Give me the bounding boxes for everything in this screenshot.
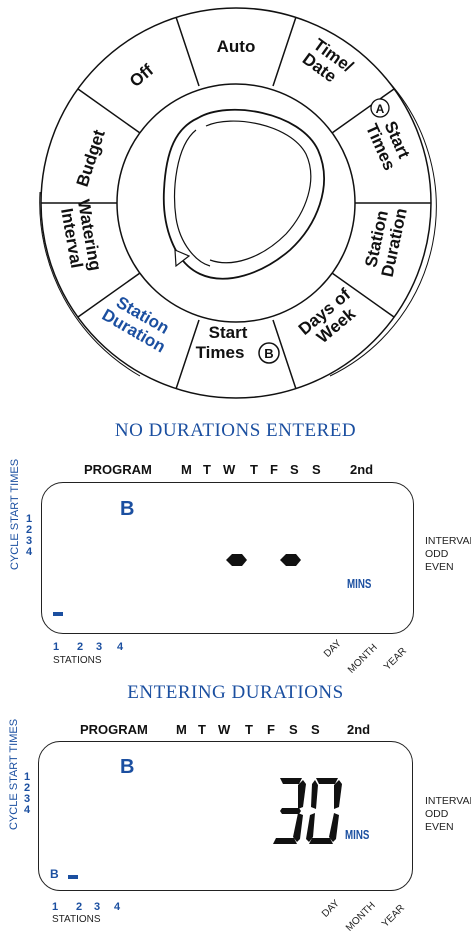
svg-text:B: B — [264, 346, 273, 361]
interval-label: INTERVAL — [425, 535, 471, 547]
label-budget: Budget — [73, 127, 109, 189]
svg-text:A: A — [376, 102, 385, 116]
station-number-1: 1 — [53, 641, 60, 653]
cycle-number-4: 4 — [24, 804, 31, 816]
day-label-tue: T — [198, 722, 206, 737]
day-scale-label: DAY — [320, 897, 342, 920]
day-label-sun: S — [311, 722, 320, 737]
program-letter-display: B — [120, 756, 135, 778]
mins-label: MINS — [347, 576, 372, 591]
cycle-number-1: 1 — [26, 513, 33, 525]
label-days-of-week: Days of Week — [295, 285, 360, 347]
dial-knob[interactable] — [162, 108, 325, 280]
duration-digits-display — [273, 778, 342, 844]
day-scale-label: DAY — [322, 637, 344, 660]
odd-label: ODD — [425, 548, 449, 560]
label-off: Off — [126, 60, 157, 91]
station-number-2: 2 — [77, 641, 84, 653]
station-number-1: 1 — [52, 901, 59, 913]
station-number-4: 4 — [114, 901, 121, 913]
label-start-times-b: Start Times — [196, 323, 248, 362]
dial-graphic: Auto Off Time/ Date Start Times Budget W… — [39, 7, 437, 399]
second-label: 2nd — [350, 462, 374, 477]
svg-text:Times: Times — [196, 343, 245, 362]
lcd-screen-1 — [41, 482, 414, 634]
stations-label: STATIONS — [52, 914, 101, 925]
station-dash-indicator — [68, 875, 78, 879]
label-start-times-a: Start Times — [362, 118, 414, 173]
day-label-tue: T — [203, 462, 211, 477]
lcd-panel-1: PROGRAM M T W T F S S 2nd CYCLE START TI… — [0, 458, 471, 684]
cycle-start-times-label: CYCLE START TIMES — [8, 718, 20, 830]
cycle-number-1: 1 — [24, 771, 31, 783]
stations-label: STATIONS — [53, 655, 102, 666]
section-title-entering-durations: ENTERING DURATIONS — [127, 682, 344, 703]
pointer-triangle-icon — [174, 249, 191, 268]
marker-a-icon: A — [370, 98, 390, 118]
controller-dial: Auto Off Time/ Date Start Times Budget W… — [0, 0, 471, 400]
day-label-sun: S — [312, 462, 321, 477]
even-label: EVEN — [425, 821, 454, 833]
second-label: 2nd — [347, 722, 371, 737]
program-label: PROGRAM — [80, 722, 148, 737]
label-station-duration-right: Station Duration — [361, 206, 410, 278]
month-scale-label: MONTH — [344, 900, 378, 934]
even-label: EVEN — [425, 561, 454, 573]
day-label-wed: W — [218, 722, 231, 737]
cycle-number-3: 3 — [24, 793, 31, 805]
program-letter-display: B — [120, 498, 135, 520]
lcd-panel-2: PROGRAM M T W T F S S 2nd CYCLE START TI… — [0, 718, 471, 934]
program-label: PROGRAM — [84, 462, 152, 477]
station-number-3: 3 — [96, 641, 103, 653]
day-label-fri: F — [267, 722, 275, 737]
year-scale-label: YEAR — [382, 645, 410, 673]
day-label-sat: S — [289, 722, 298, 737]
cycle-start-times-label: CYCLE START TIMES — [9, 458, 21, 570]
section-title-no-durations: NO DURATIONS ENTERED — [114, 420, 357, 441]
day-label-thu: T — [250, 462, 258, 477]
day-label-wed: W — [223, 462, 236, 477]
segment-dividers — [41, 16, 431, 390]
lcd-screen-2 — [38, 741, 413, 891]
day-label-fri: F — [270, 462, 278, 477]
interval-label: INTERVAL — [425, 795, 471, 807]
day-label-mon: M — [176, 722, 187, 737]
station-number-3: 3 — [94, 901, 101, 913]
cycle-number-4: 4 — [26, 546, 33, 558]
cycle-number-2: 2 — [24, 782, 31, 794]
marker-b-icon: B — [258, 342, 280, 364]
label-auto: Auto — [217, 37, 256, 56]
day-label-mon: M — [181, 462, 192, 477]
day-label-thu: T — [245, 722, 253, 737]
label-watering-interval: Watering Interval — [57, 198, 105, 272]
station-number-2: 2 — [76, 901, 83, 913]
year-scale-label: YEAR — [380, 902, 408, 930]
odd-label: ODD — [425, 808, 449, 820]
station-dash-indicator — [53, 612, 63, 616]
month-scale-label: MONTH — [346, 642, 380, 676]
mins-label: MINS — [345, 827, 370, 842]
day-label-sat: S — [290, 462, 299, 477]
wednesday-indicator-icon — [226, 554, 247, 566]
friday-indicator-icon — [280, 554, 301, 566]
station-program-letter: B — [50, 867, 59, 881]
cycle-number-2: 2 — [26, 524, 33, 536]
cycle-number-3: 3 — [26, 535, 33, 547]
svg-text:Start: Start — [209, 323, 248, 342]
station-number-4: 4 — [117, 641, 124, 653]
